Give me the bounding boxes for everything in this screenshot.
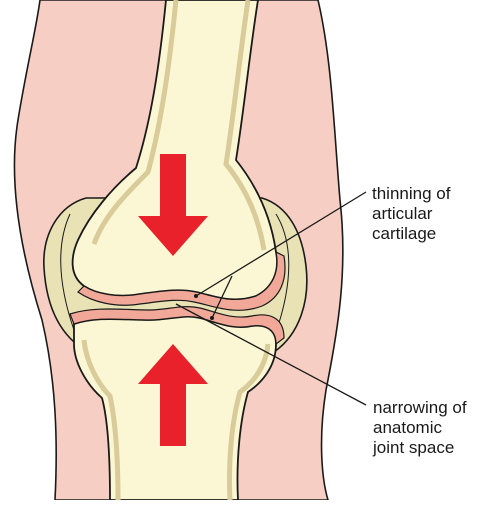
thinning-leader-branch — [211, 275, 233, 319]
thinning-label-line-3: cartilage — [372, 224, 437, 243]
capsule-inner-line-left — [60, 213, 75, 331]
thinning-leader-dot-2 — [210, 316, 214, 320]
thinning-label-line-1: thinning of — [372, 184, 451, 203]
tibia-cortex-left — [81, 339, 121, 501]
thinning-label-line-2: articular — [372, 204, 433, 223]
narrowing-label-line-2: anatomic — [373, 418, 442, 437]
femur-cortex — [91, 0, 179, 245]
downward-force-arrow — [138, 154, 208, 256]
narrowing-leader-line — [175, 303, 367, 406]
femur-cortex-right — [223, 0, 267, 251]
narrowing-label: narrowing of anatomic joint space — [373, 398, 467, 458]
narrowing-label-line-1: narrowing of — [373, 398, 467, 417]
narrowing-label-line-3: joint space — [373, 438, 455, 457]
tibial-cartilage — [69, 306, 285, 346]
upward-force-arrow — [138, 344, 208, 446]
capsule-inner-line-right — [275, 213, 290, 333]
thinning-leader-line — [195, 191, 367, 297]
tibia-cortex-right — [226, 343, 271, 501]
thinning-label: thinning of articular cartilage — [372, 184, 450, 244]
thinning-leader-dot — [194, 294, 198, 298]
femoral-cartilage — [77, 250, 286, 311]
